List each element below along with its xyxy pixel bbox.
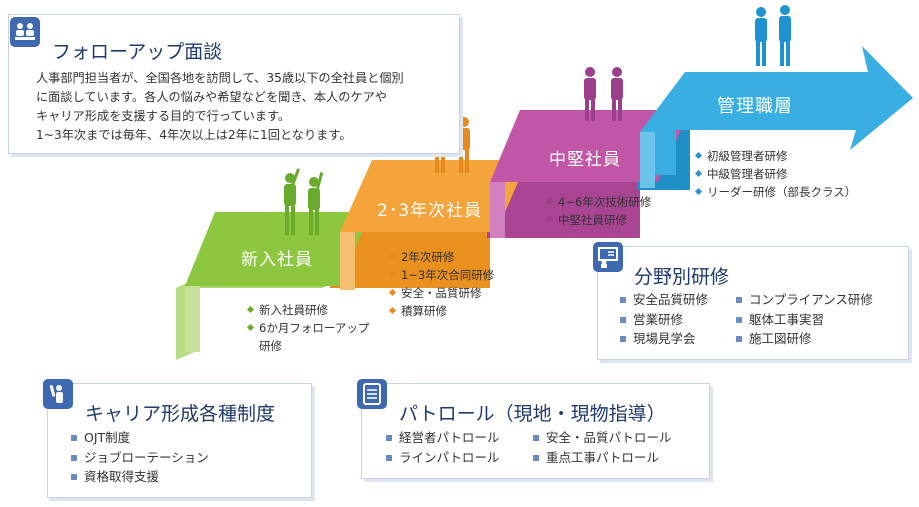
patrol-title: パトロール（現地・現物指導） <box>399 403 666 425</box>
list-item: 安全品質研修 <box>617 290 708 310</box>
career-systems-list: OJT制度 ジョブローテーション 資格取得支援 <box>68 428 209 487</box>
new-employee-training-list: 新入社員研修 6か月フォローアップ 研修 <box>247 301 369 355</box>
list-item: ラインパトロール <box>383 448 499 468</box>
list-item: 営業研修 <box>617 310 708 330</box>
follow-up-interview-box <box>8 14 460 154</box>
follow-up-line-1: 人事部門担当者が、全国各地を訪問して、35歳以下の全社員と個別 <box>36 71 404 85</box>
list-item: 安全・品質研修 <box>389 284 494 302</box>
career-systems-box <box>47 383 312 498</box>
raised-hand-person-icon <box>43 379 73 409</box>
list-item: 4~6年次技術研修 <box>546 193 651 211</box>
patrol-box <box>361 383 710 479</box>
list-item: 1~3年次合同研修 <box>389 266 494 284</box>
patrol-list-left: 経営者パトロール ラインパトロール <box>383 428 499 467</box>
presentation-board-icon <box>593 242 623 272</box>
list-item: 安全・品質パトロール <box>530 428 671 448</box>
follow-up-title: フォローアップ面談 <box>52 41 223 63</box>
mid-career-training-list: 4~6年次技術研修 中堅社員研修 <box>546 193 651 229</box>
step-top-orange <box>340 160 528 232</box>
list-item: 初級管理者研修 <box>695 147 856 165</box>
follow-up-line-3: キャリア形成を支援する目的で行っています。 <box>36 109 291 123</box>
list-item: 重点工事パトロール <box>530 448 671 468</box>
step-top-green <box>185 212 370 286</box>
list-item: 6か月フォローアップ <box>247 319 369 337</box>
field-training-box <box>597 246 909 360</box>
list-item: 施工図研修 <box>733 329 873 349</box>
list-item: OJT制度 <box>68 428 209 448</box>
second-third-year-training-list: 2年次研修 1~3年次合同研修 安全・品質研修 積算研修 <box>389 248 494 320</box>
green-people-icon <box>284 168 324 235</box>
field-training-list-right: コンプライアンス研修 躯体工事実習 施工図研修 <box>733 290 873 349</box>
list-item: コンプライアンス研修 <box>733 290 873 310</box>
blue-people-icon <box>755 5 791 66</box>
list-item: ジョブローテーション <box>68 448 209 468</box>
checklist-clipboard-icon <box>357 379 387 409</box>
list-item: 新入社員研修 <box>247 301 369 319</box>
list-item: 中堅社員研修 <box>546 211 651 229</box>
list-item: 研修 <box>259 339 282 353</box>
list-item: リーダー研修（部長クラス） <box>695 183 856 201</box>
list-item: 資格取得支援 <box>68 467 209 487</box>
purple-people-icon <box>584 67 623 121</box>
step-label-new-employee: 新入社員 <box>241 250 313 270</box>
follow-up-line-2: に面談しています。各人の悩みや希望などを聞き、本人のケアや <box>36 90 387 104</box>
management-training-list: 初級管理者研修 中級管理者研修 リーダー研修（部長クラス） <box>695 147 856 201</box>
list-item: 積算研修 <box>389 302 494 320</box>
list-item: 躯体工事実習 <box>733 310 873 330</box>
follow-up-line-4: 1~3年次までは毎年、4年次以上は2年に1回となります。 <box>36 128 352 142</box>
step-label-2-3-year: 2･3年次社員 <box>377 201 483 221</box>
step-label-mid-career: 中堅社員 <box>549 150 621 170</box>
career-systems-title: キャリア形成各種制度 <box>85 403 276 425</box>
field-training-list-left: 安全品質研修 営業研修 現場見学会 <box>617 290 708 349</box>
step-label-management: 管理職層 <box>717 96 793 117</box>
step-arrow-blue <box>640 46 913 175</box>
patrol-list-right: 安全・品質パトロール 重点工事パトロール <box>530 428 671 467</box>
interview-meeting-icon <box>10 17 40 47</box>
list-item: 経営者パトロール <box>383 428 499 448</box>
list-item: 2年次研修 <box>389 248 494 266</box>
field-training-title: 分野別研修 <box>634 266 730 288</box>
list-item: 中級管理者研修 <box>695 165 856 183</box>
list-item: 現場見学会 <box>617 329 708 349</box>
